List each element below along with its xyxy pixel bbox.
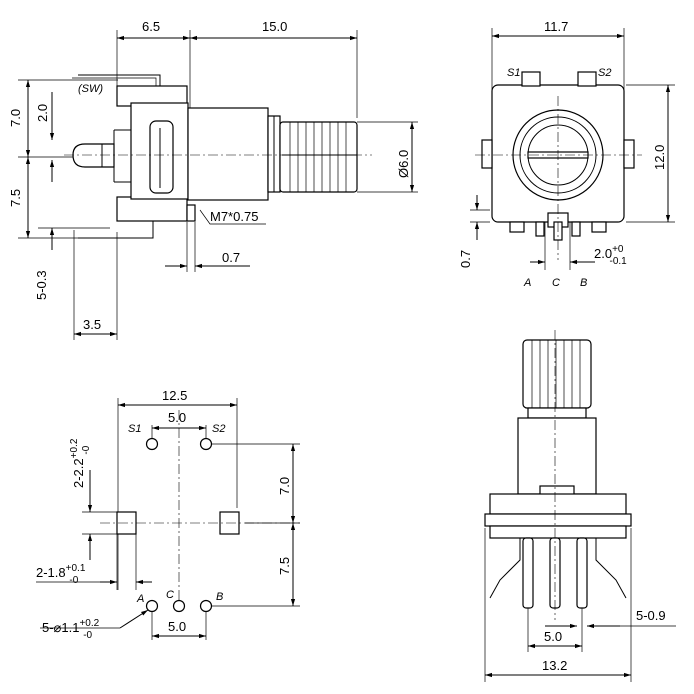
dim-7-5-pcb: 7.5 (277, 557, 292, 575)
rear-view: 5.0 5-0.9 13.2 (484, 330, 676, 682)
dim-7-0-pcb: 7.0 (277, 477, 292, 495)
pin-s2: S2 (598, 67, 611, 79)
dim-15-0: 15.0 (262, 19, 287, 34)
dim-0-7: 0.7 (222, 250, 240, 265)
dim-7-5: 7.5 (8, 189, 23, 207)
pin-b-front: B (580, 277, 587, 289)
dim-5-0-3: 5-0.3 (34, 270, 49, 300)
pcb-s2: S2 (212, 423, 225, 435)
shaft-knurl (289, 122, 347, 192)
pin-a-front: A (523, 277, 531, 289)
dim-dia-6-0: Ø6.0 (396, 150, 411, 178)
dim-12-5: 12.5 (162, 388, 187, 403)
pcb-c: C (166, 589, 174, 601)
dim-13-2: 13.2 (542, 658, 567, 673)
slot-width-label: 2-2.2+0.2-0 (69, 438, 92, 488)
dim-5-0-bottom: 5.0 (168, 619, 186, 634)
dim-11-7: 11.7 (544, 19, 568, 34)
pcb-s1: S1 (128, 423, 141, 435)
dim-0-7-front: 0.7 (458, 250, 473, 268)
dim-7-0: 7.0 (8, 109, 23, 127)
pin-s1: S1 (507, 67, 520, 79)
hole-label: 5-⌀1.1+0.2-0 (42, 618, 100, 641)
dim-6-5: 6.5 (142, 19, 160, 34)
dim-3-5: 3.5 (83, 317, 101, 332)
pcb-a: A (136, 593, 144, 605)
pcb-layout: 12.5 5.0 S1 S2 7.0 7.5 2-2.2+0.2-0 (36, 388, 300, 641)
dim-2-0: 2.0 (35, 104, 50, 122)
dim-12-0: 12.0 (652, 145, 667, 170)
dim-2-0-front: 2.0+0-0.1 (594, 244, 627, 267)
side-view: 6.5 15.0 7.0 7.5 2.0 5-0.3 3.5 (SW) (8, 19, 418, 340)
thread-label: M7*0.75 (210, 209, 258, 224)
front-view: 11.7 12.0 S1 S2 A C B (458, 19, 675, 289)
dim-5-0-9: 5-0.9 (636, 608, 666, 623)
sw-label: (SW) (78, 83, 103, 95)
pcb-b: B (216, 591, 223, 603)
dim-5-0-rear: 5.0 (544, 629, 562, 644)
pin-c-front: C (552, 277, 560, 289)
slot-height-label: 2-1.8+0.1-0 (36, 563, 86, 586)
dim-5-0-top: 5.0 (168, 410, 186, 425)
